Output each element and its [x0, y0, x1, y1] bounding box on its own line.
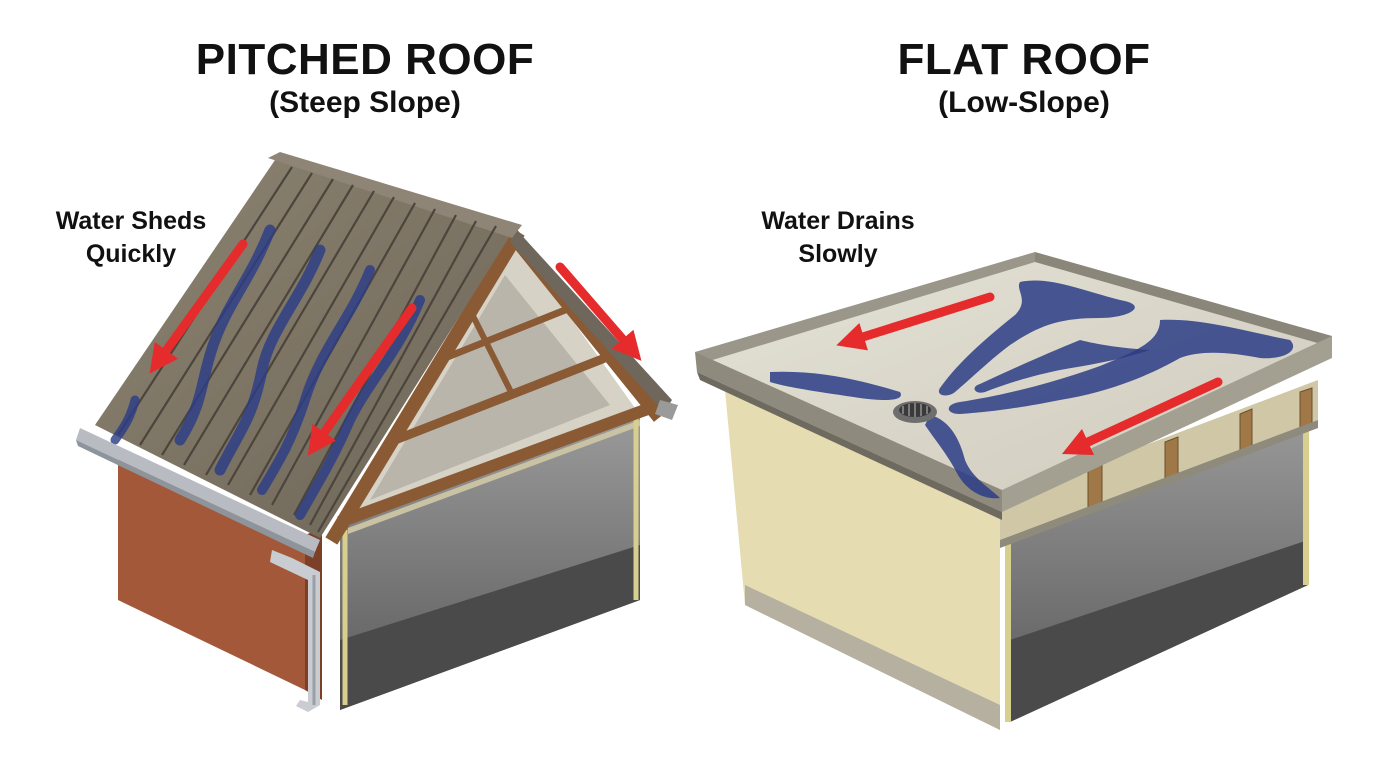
arrow-down-left-2 [307, 303, 417, 456]
flat-roof-title: FLAT ROOF [897, 35, 1151, 84]
flat-roof-building [695, 252, 1332, 730]
pitched-note-line-1: Water Sheds [55, 207, 207, 235]
arrow-down-left-1 [149, 239, 248, 374]
roof-drain-icon [893, 401, 937, 423]
joist-band [1000, 380, 1318, 545]
pitched-roof-title: PITCHED ROOF [195, 35, 535, 84]
arrow-left-back [836, 292, 995, 351]
flat-note-line-2: Slowly [798, 239, 878, 268]
gutter-front [76, 428, 320, 552]
arrow-left-front [1061, 377, 1223, 456]
brick-wall [118, 455, 305, 690]
pitched-roof-note: Water Sheds Quickly [21, 205, 241, 270]
pitched-note-line-2: Quickly [85, 239, 177, 268]
joists [1087, 387, 1313, 511]
flow-arrows [149, 239, 642, 456]
flat-roof-note: Water Drains Slowly [728, 205, 948, 270]
gutter-right [655, 400, 678, 420]
flat-flow-arrows [836, 292, 1223, 456]
flat-note-line-1: Water Drains [761, 207, 915, 235]
pooled-water [770, 280, 1294, 499]
pitched-roof-subtitle: (Steep Slope) [269, 86, 461, 119]
water-streams [110, 224, 425, 520]
pitched-roof-house [76, 152, 678, 712]
flat-roof-subtitle: (Low-Slope) [938, 86, 1110, 119]
arrow-down-right [555, 262, 642, 361]
parapet-right [1002, 336, 1332, 512]
parapet-front [695, 352, 1002, 512]
